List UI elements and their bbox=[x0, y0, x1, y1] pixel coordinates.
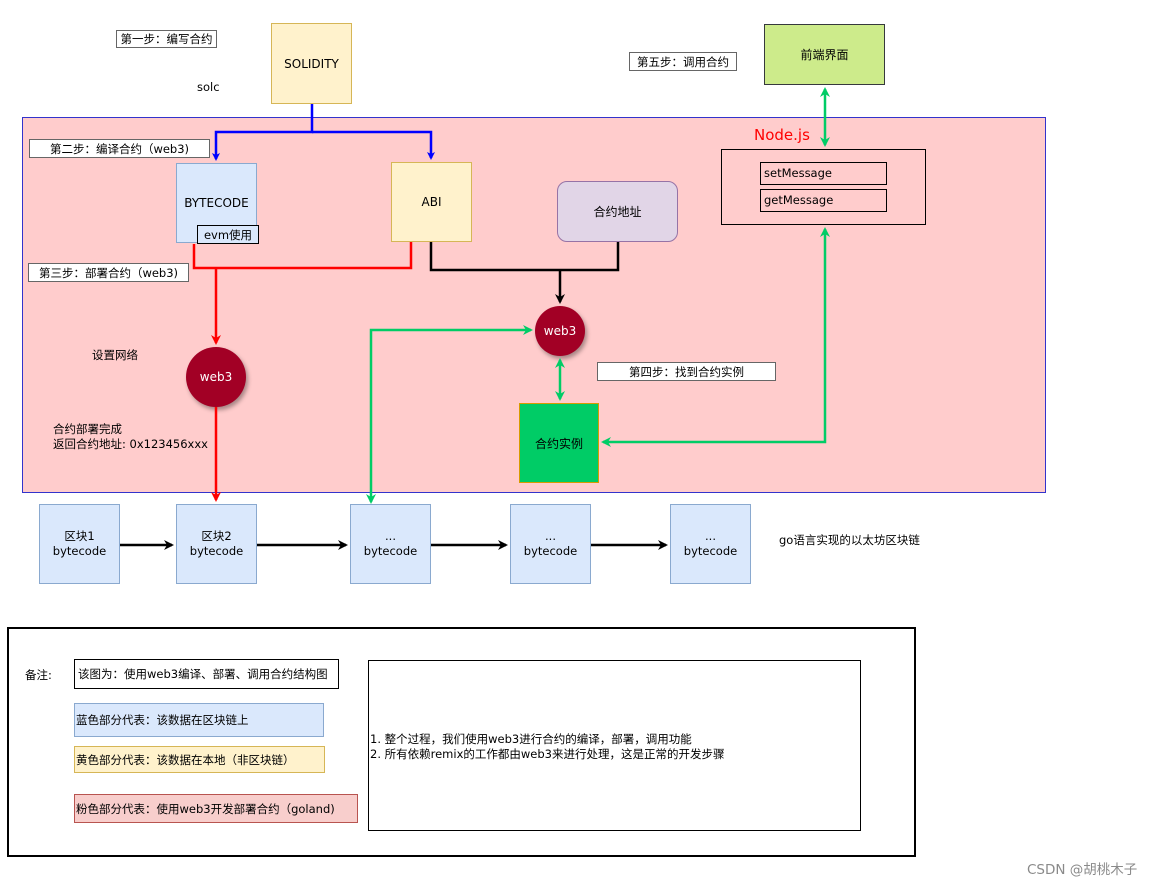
contract-address-box: 合约地址 bbox=[557, 181, 678, 242]
evm-label: evm使用 bbox=[197, 225, 259, 244]
step2-label: 第二步：编译合约（web3) bbox=[29, 139, 210, 158]
contract-instance-box: 合约实例 bbox=[519, 403, 599, 483]
block-5-sub: bytecode bbox=[683, 544, 738, 558]
nodejs-api-panel bbox=[721, 149, 926, 225]
get-message-item: getMessage bbox=[760, 189, 887, 212]
block-2-title: 区块2 bbox=[201, 529, 232, 543]
block-3: ... bytecode bbox=[350, 504, 431, 584]
notes-text-box bbox=[368, 660, 861, 831]
solidity-box: SOLIDITY bbox=[271, 23, 352, 104]
blockchain-label: go语言实现的以太坊区块链 bbox=[779, 533, 920, 547]
block-4-title: ... bbox=[545, 529, 556, 543]
note-line-1: 1. 整个过程，我们使用web3进行合约的编译，部署，调用功能 bbox=[370, 732, 692, 746]
block-2-sub: bytecode bbox=[189, 544, 244, 558]
block-1-title: 区块1 bbox=[64, 529, 95, 543]
web3-instance-node: web3 bbox=[535, 306, 585, 356]
note-line-2: 2. 所有依赖remix的工作都由web3来进行处理，这是正常的开发步骤 bbox=[370, 747, 725, 761]
web3-deploy-node: web3 bbox=[186, 347, 246, 407]
step5-label: 第五步：调用合约 bbox=[629, 52, 737, 71]
block-3-title: ... bbox=[385, 529, 396, 543]
block-5: ... bytecode bbox=[670, 504, 751, 584]
deploy-done-line1: 合约部署完成 bbox=[53, 422, 122, 436]
block-2: 区块2 bytecode bbox=[176, 504, 257, 584]
abi-box: ABI bbox=[391, 162, 472, 242]
notes-title-box: 该图为：使用web3编译、部署、调用合约结构图 bbox=[74, 659, 339, 689]
legend-blue: 蓝色部分代表：该数据在区块链上 bbox=[74, 703, 324, 737]
block-4-sub: bytecode bbox=[523, 544, 578, 558]
watermark: CSDN @胡桃木子 bbox=[1027, 862, 1138, 878]
set-network-label: 设置网络 bbox=[92, 348, 138, 362]
notes-panel bbox=[7, 627, 916, 857]
block-1: 区块1 bytecode bbox=[39, 504, 120, 584]
block-4: ... bytecode bbox=[510, 504, 591, 584]
nodejs-title: Node.js bbox=[754, 126, 810, 144]
block-3-sub: bytecode bbox=[363, 544, 418, 558]
step3-label: 第三步：部署合约（web3) bbox=[28, 263, 189, 282]
deploy-done-line2: 返回合约地址: 0x123456xxx bbox=[53, 437, 208, 451]
notes-label: 备注: bbox=[25, 668, 52, 682]
solc-label: solc bbox=[197, 80, 220, 94]
legend-yellow: 黄色部分代表：该数据在本地（非区块链） bbox=[74, 746, 325, 773]
frontend-box: 前端界面 bbox=[764, 24, 885, 85]
block-1-sub: bytecode bbox=[52, 544, 107, 558]
legend-pink: 粉色部分代表：使用web3开发部署合约（goland) bbox=[74, 794, 358, 823]
block-5-title: ... bbox=[705, 529, 716, 543]
set-message-item: setMessage bbox=[760, 162, 887, 185]
step4-label: 第四步：找到合约实例 bbox=[597, 362, 776, 381]
step1-label: 第一步：编写合约 bbox=[116, 30, 217, 48]
